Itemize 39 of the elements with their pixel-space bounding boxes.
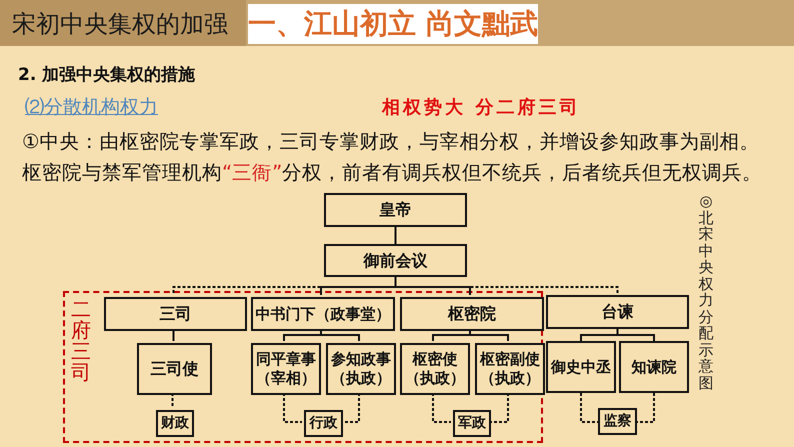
org-box: 御史中丞 <box>546 341 616 393</box>
connector-line <box>489 393 509 423</box>
emphasis-note: 相权势大 分二府三司 <box>382 96 580 119</box>
header-title: 宋初中央集权的加强 <box>12 9 228 40</box>
group-title: 二府三司 <box>71 299 91 383</box>
org-box: 财政 <box>156 410 194 437</box>
connector-line <box>172 393 174 408</box>
org-box: 三司使 <box>137 343 212 395</box>
org-box: 三司 <box>104 297 247 331</box>
org-box: 监察 <box>598 408 637 435</box>
connector-line <box>283 393 302 423</box>
org-box: 军政 <box>453 410 491 437</box>
org-box: 枢密使（执政） <box>400 343 470 395</box>
connector-line <box>637 393 655 423</box>
caption: ◎北宋中央权力分配示意图 <box>698 193 714 391</box>
connector-line <box>394 277 618 295</box>
group-frame <box>63 291 543 443</box>
org-box: 参知政事（执政） <box>326 343 396 395</box>
org-box: 枢密副使（执政） <box>475 343 545 395</box>
org-box: 同平章事（宰相） <box>251 343 321 395</box>
connector-line <box>172 329 174 341</box>
org-box: 枢密院 <box>400 297 544 331</box>
paragraph: ①中央：由枢密院专掌军政，三司专掌财政，与宰相分权，并增设参知政事为副相。 <box>22 129 760 155</box>
org-box: 中书门下（政事堂） <box>251 297 395 331</box>
connector-line <box>320 329 360 341</box>
connector-line <box>394 227 396 244</box>
org-box: 知谏院 <box>619 341 689 393</box>
org-box: 皇帝 <box>324 193 467 227</box>
banner-heading: 一、江山初立 尚文黜武 <box>248 4 538 44</box>
section-heading: 2. 加强中央集权的措施 <box>18 64 196 86</box>
connector-line <box>580 393 598 423</box>
connector-line <box>616 329 655 341</box>
subheading-link: ⑵分散机构权力 <box>25 95 158 120</box>
connector-line <box>432 393 451 423</box>
paragraph: 枢密院与禁军管理机构“三衙”分权，前者有调兵权但不统兵，后者统兵但无权调兵。 <box>22 160 762 186</box>
org-box: 御前会议 <box>324 244 467 277</box>
connector-line <box>469 329 509 341</box>
org-box: 台谏 <box>546 295 689 329</box>
org-box: 行政 <box>304 410 343 437</box>
